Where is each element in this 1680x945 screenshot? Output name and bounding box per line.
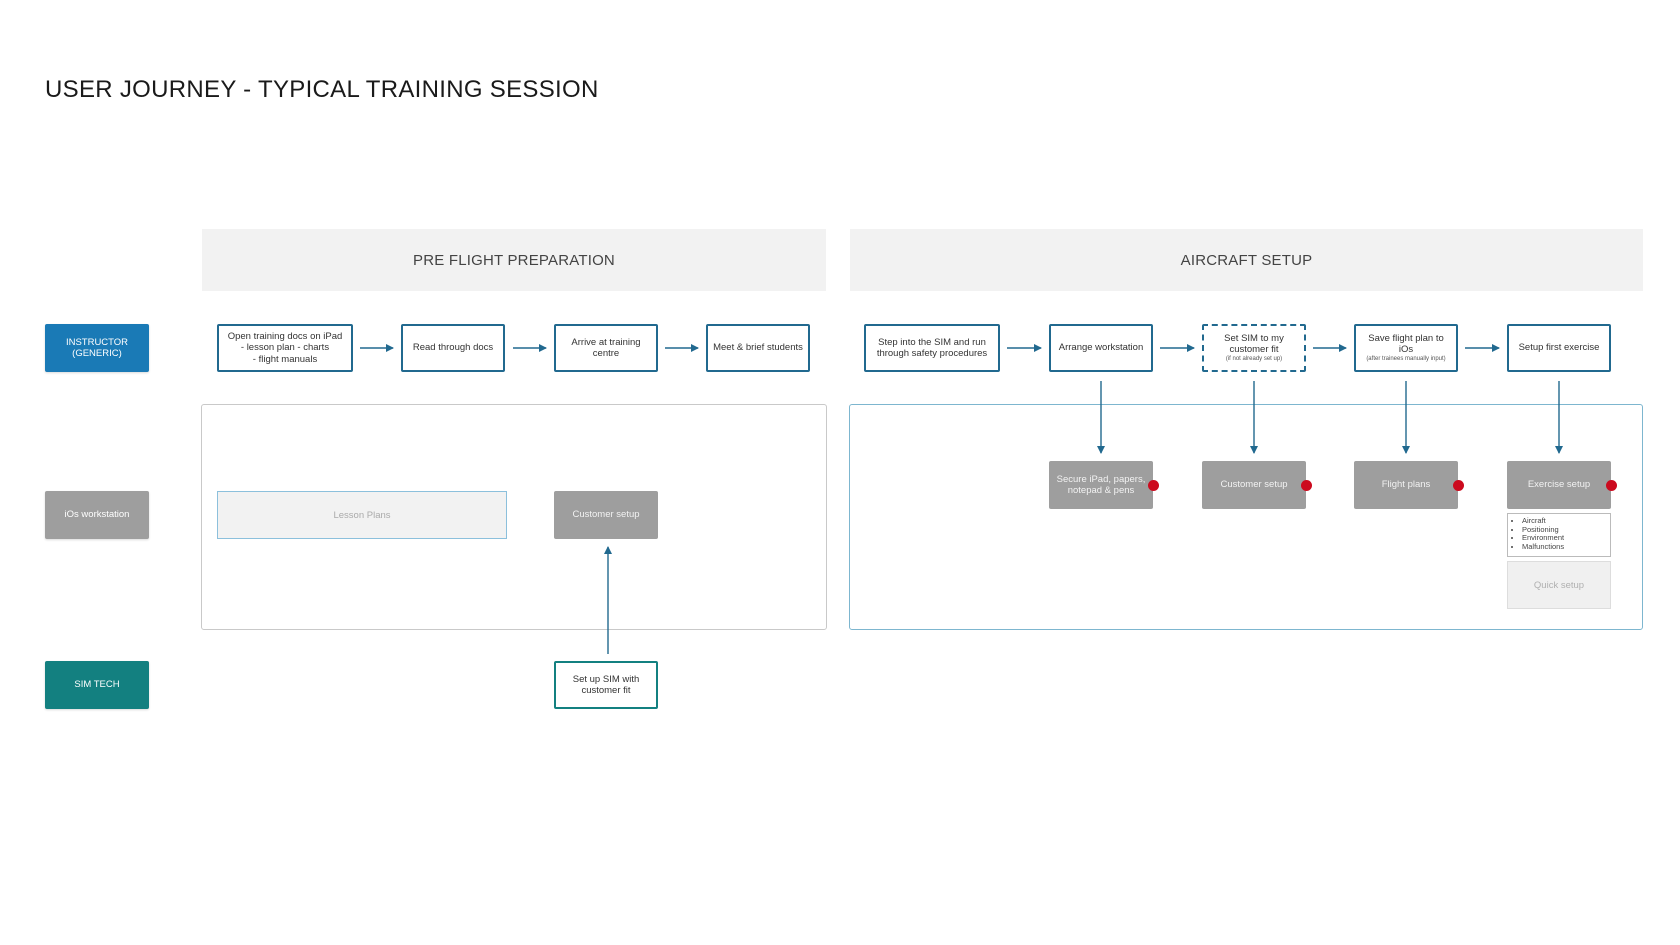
exercise-detail-item: Environment <box>1522 534 1610 543</box>
ios-customer-setup: Customer setup <box>1202 461 1306 509</box>
ios-lesson-plans: Lesson Plans <box>217 491 507 539</box>
step-arrange-workstation: Arrange workstation <box>1049 324 1153 372</box>
exercise-details-list: Aircraft Positioning Environment Malfunc… <box>1507 513 1611 557</box>
save-plan-note: (after trainees manually input) <box>1366 355 1446 362</box>
step-open-training-docs: Open training docs on iPad - lesson plan… <box>217 324 353 372</box>
ios-secure-ipad: Secure iPad, papers, notepad & pens <box>1049 461 1153 509</box>
pain-point-dot-1 <box>1148 480 1159 491</box>
step-read-docs: Read through docs <box>401 324 505 372</box>
step-arrive-training-centre: Arrive at training centre <box>554 324 658 372</box>
phase-header-pre-flight: PRE FLIGHT PREPARATION <box>202 229 826 291</box>
lane-instructor: INSTRUCTOR (GENERIC) <box>45 324 149 372</box>
step-set-sim-customer-fit: Set SIM to my customer fit (if not alrea… <box>1202 324 1306 372</box>
exercise-detail-item: Positioning <box>1522 525 1610 535</box>
step-save-flight-plan: Save flight plan to iOs (after trainees … <box>1354 324 1458 372</box>
set-sim-note: (if not already set up) <box>1225 355 1283 362</box>
save-plan-label: Save flight plan to iOs <box>1368 333 1444 356</box>
ios-customer-setup-pre: Customer setup <box>554 491 658 539</box>
pain-point-dot-4 <box>1606 480 1617 491</box>
exercise-detail-item: Malfunctions <box>1522 542 1610 552</box>
pain-point-dot-2 <box>1301 480 1312 491</box>
phase-header-aircraft-setup: AIRCRAFT SETUP <box>850 229 1643 291</box>
step-setup-first-exercise: Setup first exercise <box>1507 324 1611 372</box>
ios-quick-setup: Quick setup <box>1507 561 1611 609</box>
lane-ios-workstation: iOs workstation <box>45 491 149 539</box>
exercise-detail-item: Aircraft <box>1522 516 1610 526</box>
ios-flight-plans: Flight plans <box>1354 461 1458 509</box>
set-sim-label: Set SIM to my customer fit <box>1224 333 1284 356</box>
step-sim-tech-setup: Set up SIM with customer fit <box>554 661 658 709</box>
step-meet-brief-students: Meet & brief students <box>706 324 810 372</box>
step-into-sim-safety: Step into the SIM and run through safety… <box>864 324 1000 372</box>
lane-sim-tech: SIM TECH <box>45 661 149 709</box>
pain-point-dot-3 <box>1453 480 1464 491</box>
page-title: USER JOURNEY - TYPICAL TRAINING SESSION <box>45 76 599 103</box>
ios-exercise-setup: Exercise setup <box>1507 461 1611 509</box>
